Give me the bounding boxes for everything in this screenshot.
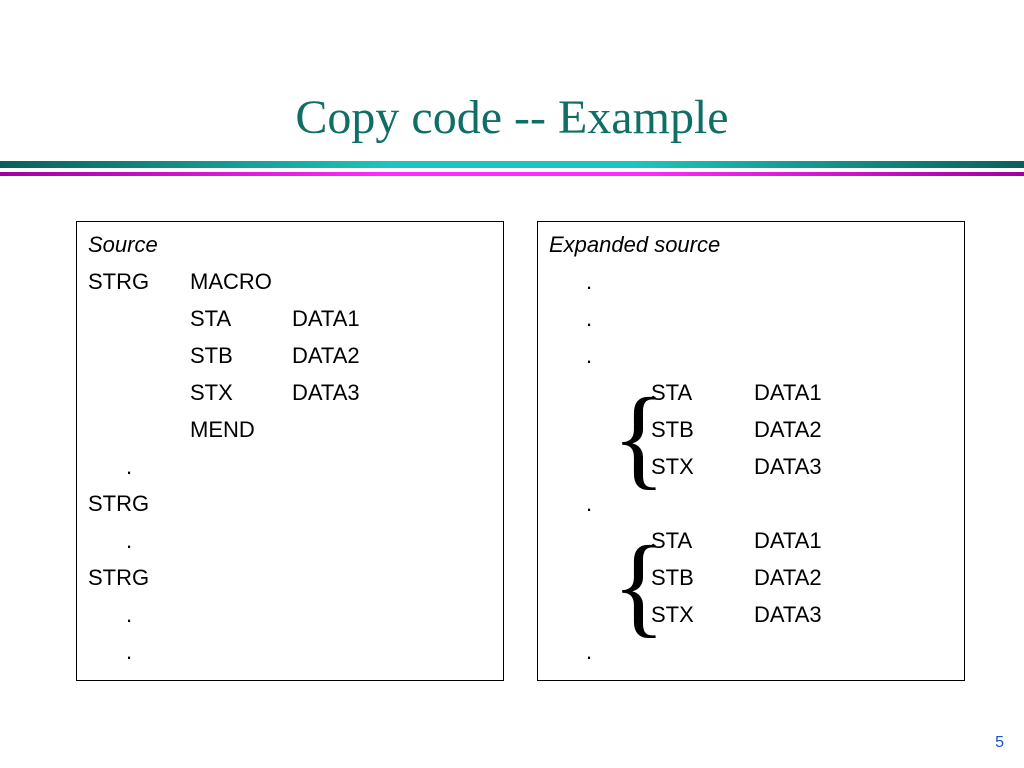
source-opcode: STB	[190, 343, 233, 368]
expanded-line: STA DATA1	[538, 374, 964, 411]
source-operand: DATA2	[292, 343, 360, 368]
expanded-opcode: STB	[651, 417, 694, 442]
source-line: STRG	[77, 559, 503, 596]
title-rule-magenta	[0, 172, 1024, 176]
expanded-label: .	[586, 306, 593, 331]
source-label: .	[126, 454, 133, 479]
expanded-panel: Expanded source { { . . . STA DATA1 STB …	[537, 221, 965, 681]
source-label: .	[126, 528, 133, 553]
source-line: STX DATA3	[77, 374, 503, 411]
source-line: .	[77, 448, 503, 485]
expanded-line: STX DATA3	[538, 448, 964, 485]
expanded-operand: DATA3	[754, 602, 822, 627]
expanded-line: .	[538, 633, 964, 670]
source-opcode: MEND	[190, 417, 255, 442]
expanded-line: STB DATA2	[538, 559, 964, 596]
expanded-line: STX DATA3	[538, 596, 964, 633]
expanded-label: .	[586, 343, 593, 368]
left-brace-symbol: {	[612, 524, 666, 648]
source-line: STA DATA1	[77, 300, 503, 337]
expanded-operand: DATA1	[754, 380, 822, 405]
source-operand: DATA1	[292, 306, 360, 331]
expanded-opcode: STX	[651, 602, 694, 627]
source-panel: Source STRG MACRO STA DATA1 STB DATA2 ST…	[76, 221, 504, 681]
source-label: STRG	[88, 491, 150, 516]
expanded-opcode: STX	[651, 454, 694, 479]
title-rule-teal	[0, 161, 1024, 168]
expanded-line: .	[538, 337, 964, 374]
left-brace-symbol: {	[612, 376, 666, 500]
expanded-line: STB DATA2	[538, 411, 964, 448]
source-line: MEND	[77, 411, 503, 448]
expanded-opcode: STB	[651, 565, 694, 590]
expanded-line: .	[538, 263, 964, 300]
expanded-label: .	[586, 639, 593, 664]
source-opcode: MACRO	[190, 269, 272, 294]
source-operand: DATA3	[292, 380, 360, 405]
source-line: .	[77, 633, 503, 670]
expanded-operand: DATA3	[754, 454, 822, 479]
expanded-operand: DATA1	[754, 528, 822, 553]
expanded-opcode: STA	[651, 380, 693, 405]
expanded-line: .	[538, 300, 964, 337]
expanded-line: STA DATA1	[538, 522, 964, 559]
expanded-label: .	[586, 491, 593, 516]
source-heading-line: Source	[77, 226, 503, 263]
expanded-operand: DATA2	[754, 565, 822, 590]
source-line: STRG MACRO	[77, 263, 503, 300]
source-line: .	[77, 522, 503, 559]
page-number: 5	[995, 734, 1004, 751]
source-heading: Source	[88, 232, 158, 257]
expanded-heading: Expanded source	[549, 232, 721, 257]
expanded-label: .	[586, 269, 593, 294]
source-line: STRG	[77, 485, 503, 522]
slide-title: Copy code -- Example	[295, 91, 729, 144]
source-opcode: STA	[190, 306, 232, 331]
source-line: STB DATA2	[77, 337, 503, 374]
source-opcode: STX	[190, 380, 233, 405]
source-line: .	[77, 596, 503, 633]
source-label: STRG	[88, 565, 150, 590]
expanded-opcode: STA	[651, 528, 693, 553]
expanded-operand: DATA2	[754, 417, 822, 442]
source-label: .	[126, 639, 133, 664]
expanded-line: .	[538, 485, 964, 522]
source-label: STRG	[88, 269, 150, 294]
expanded-heading-line: Expanded source	[538, 226, 964, 263]
source-label: .	[126, 602, 133, 627]
